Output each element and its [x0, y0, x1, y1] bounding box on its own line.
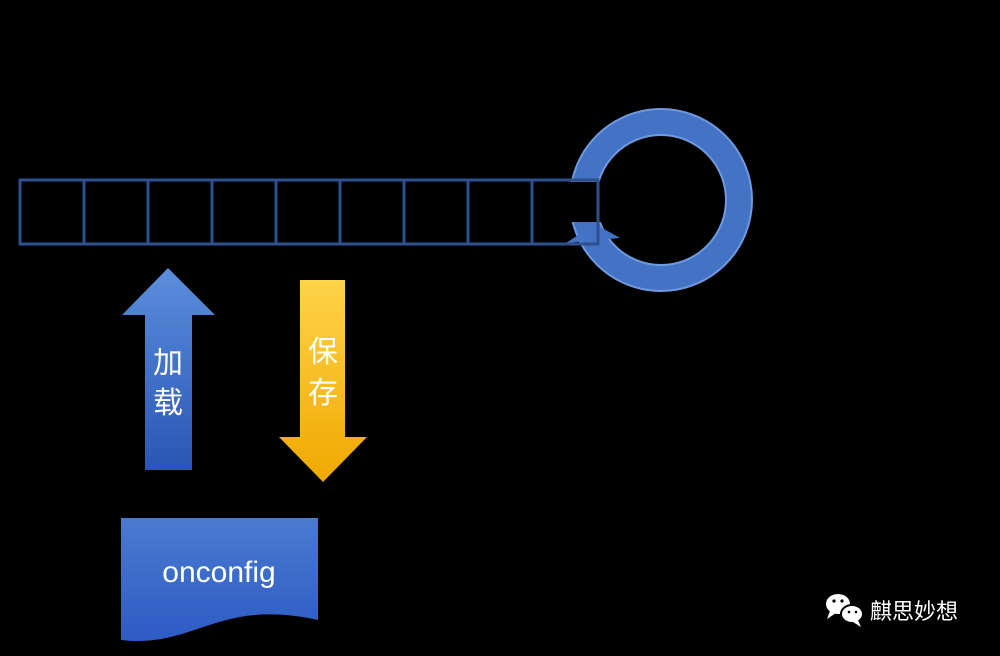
load-label-char-1: 加	[153, 346, 183, 381]
buffer-strip	[18, 178, 600, 246]
load-arrow: 加 载	[122, 268, 215, 470]
load-label-char-2: 载	[153, 386, 183, 421]
buffer-cell	[18, 178, 86, 246]
wechat-icon	[826, 594, 864, 627]
onconfig-label: onconfig	[162, 556, 275, 589]
loop-arrowhead	[566, 224, 620, 243]
buffer-cell	[466, 178, 534, 246]
save-arrow: 保 存	[279, 280, 367, 482]
buffer-cell	[146, 178, 214, 246]
save-label-char-2: 存	[308, 376, 338, 411]
onconfig-document: onconfig	[121, 518, 318, 642]
buffer-cell	[82, 178, 150, 246]
watermark: 麒思妙想	[826, 594, 958, 627]
save-label-char-1: 保	[308, 335, 338, 370]
watermark-text: 麒思妙想	[870, 600, 958, 625]
buffer-cell	[530, 178, 600, 246]
loop-ring	[560, 108, 753, 292]
buffer-cell	[338, 178, 406, 246]
buffer-cell	[402, 178, 470, 246]
buffer-cell	[274, 178, 342, 246]
buffer-cell	[210, 178, 278, 246]
